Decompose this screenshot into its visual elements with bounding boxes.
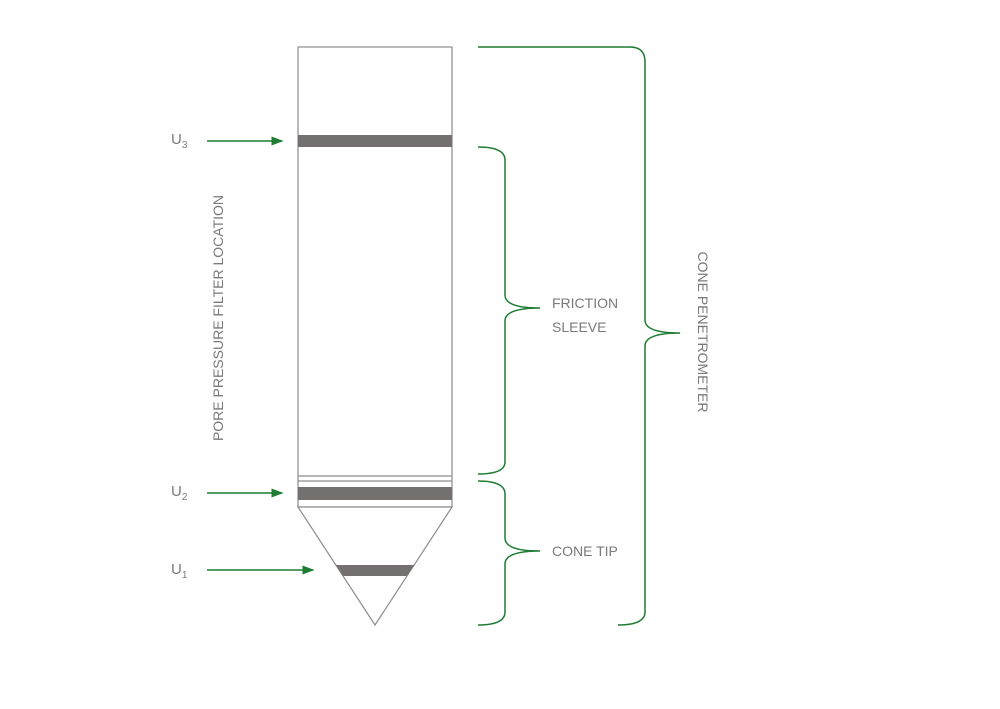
cone-penetrometer-label: CONE PENETROMETER bbox=[695, 251, 711, 413]
friction-sleeve-line1: FRICTION bbox=[552, 295, 619, 311]
u3-filter-band bbox=[298, 135, 452, 147]
u1-label: U1 bbox=[171, 561, 188, 581]
cone-penetrometer-brace bbox=[478, 46, 681, 626]
u1-filter-band bbox=[336, 565, 414, 576]
friction-sleeve-line2: SLEEVE bbox=[552, 319, 607, 335]
cone-tip-brace bbox=[477, 480, 541, 626]
u2-label: U2 bbox=[171, 483, 188, 503]
u3-label: U3 bbox=[171, 131, 188, 151]
pore-pressure-label: PORE PRESSURE FILTER LOCATION bbox=[210, 194, 226, 442]
u2-filter-band bbox=[298, 487, 452, 500]
cone-tip-label: CONE TIP bbox=[552, 543, 618, 559]
friction-sleeve-label: FRICTION SLEEVE bbox=[552, 291, 618, 339]
penetrometer-body bbox=[297, 46, 453, 508]
friction-sleeve-brace bbox=[477, 146, 541, 475]
